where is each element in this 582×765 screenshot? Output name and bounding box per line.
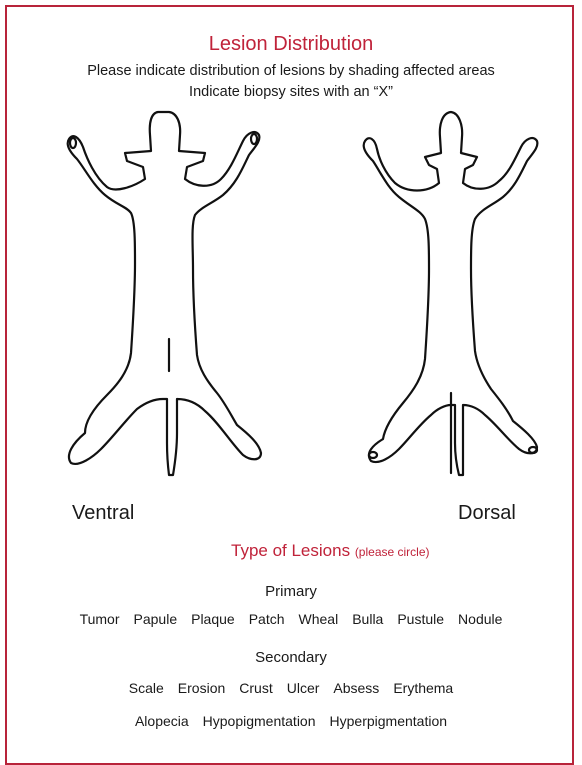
secondary-heading: Secondary	[0, 649, 582, 666]
lesion-types-title: Type of Lesions (please circle)	[231, 541, 430, 561]
lesion-option[interactable]: Ulcer	[280, 680, 327, 696]
lesion-option[interactable]: Tumor	[73, 611, 127, 627]
lesion-option[interactable]: Erythema	[386, 680, 460, 696]
lesion-types-note: (please circle)	[355, 545, 430, 559]
page-title: Lesion Distribution	[0, 33, 582, 56]
lesion-option[interactable]: Crust	[232, 680, 279, 696]
secondary-lesion-list-2: Alopecia Hypopigmentation Hyperpigmentat…	[0, 713, 582, 729]
lesion-types-heading: Type of Lesions	[231, 541, 350, 560]
lesion-option[interactable]: Hyperpigmentation	[323, 713, 455, 729]
lesion-option[interactable]: Patch	[242, 611, 292, 627]
lesion-option[interactable]: Papule	[127, 611, 185, 627]
instruction-biopsy: Indicate biopsy sites with an “X”	[0, 84, 582, 100]
secondary-lesion-list-1: Scale Erosion Crust Ulcer Absess Erythem…	[0, 680, 582, 696]
lesion-option[interactable]: Hypopigmentation	[196, 713, 323, 729]
lesion-option[interactable]: Bulla	[345, 611, 390, 627]
lesion-option[interactable]: Alopecia	[128, 713, 196, 729]
primary-heading: Primary	[0, 583, 582, 600]
lesion-option[interactable]: Pustule	[390, 611, 451, 627]
dorsal-label: Dorsal	[458, 502, 516, 525]
dorsal-body-diagram[interactable]	[343, 103, 563, 483]
lesion-option[interactable]: Absess	[326, 680, 386, 696]
lesion-option[interactable]: Nodule	[451, 611, 509, 627]
primary-lesion-list: Tumor Papule Plaque Patch Wheal Bulla Pu…	[0, 611, 582, 627]
ventral-label: Ventral	[72, 502, 134, 525]
instruction-shading: Please indicate distribution of lesions …	[0, 63, 582, 79]
lesion-option[interactable]: Wheal	[292, 611, 346, 627]
lesion-option[interactable]: Plaque	[184, 611, 242, 627]
lesion-option[interactable]: Scale	[122, 680, 171, 696]
ventral-body-diagram[interactable]	[55, 103, 275, 483]
lesion-option[interactable]: Erosion	[171, 680, 232, 696]
